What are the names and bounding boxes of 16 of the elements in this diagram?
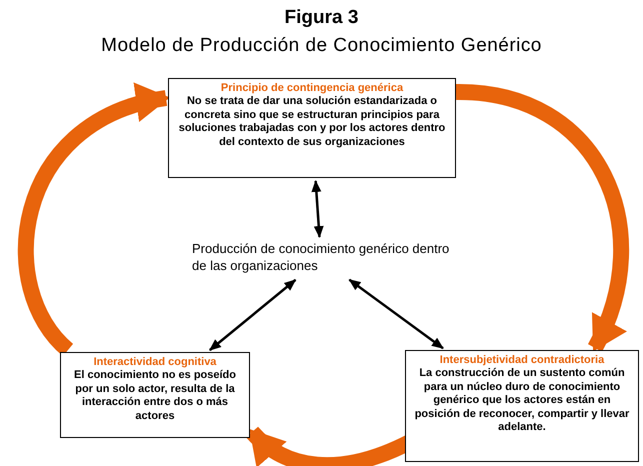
box-heading: Interactividad cognitiva bbox=[94, 355, 216, 369]
figure-title: Figura 3 bbox=[284, 6, 360, 30]
double-arrow bbox=[209, 278, 296, 352]
box-heading: Principio de contingencia genérica bbox=[220, 81, 404, 95]
figure-subtitle: Modelo de Producción de Conocimiento Genérico bbox=[100, 34, 543, 58]
curved-arrow bbox=[455, 84, 629, 352]
curved-arrow bbox=[18, 85, 170, 356]
box-description: No se trata de dar una solución estandarizada o concreta sino que se estructuran principios para soluciones trabajadas con y por los actores dentro del contexto de sus organizaciones bbox=[178, 95, 446, 149]
box-description: La construcción de un sustento común para un núcleo duro de conocimiento genérico que los actores están en posición de reconocer, compartir y llevar adelante. bbox=[414, 367, 630, 434]
double-arrow bbox=[311, 180, 324, 238]
concept-box bbox=[405, 350, 639, 462]
double-arrow bbox=[348, 278, 444, 350]
box-heading: Intersubjetividad contradictoria bbox=[440, 353, 604, 367]
concept-box bbox=[60, 352, 250, 438]
box-description: El conocimiento no es poseído por un solo actor, resulta de la interacción entre dos o más actores bbox=[73, 369, 237, 423]
concept-box bbox=[168, 78, 456, 178]
